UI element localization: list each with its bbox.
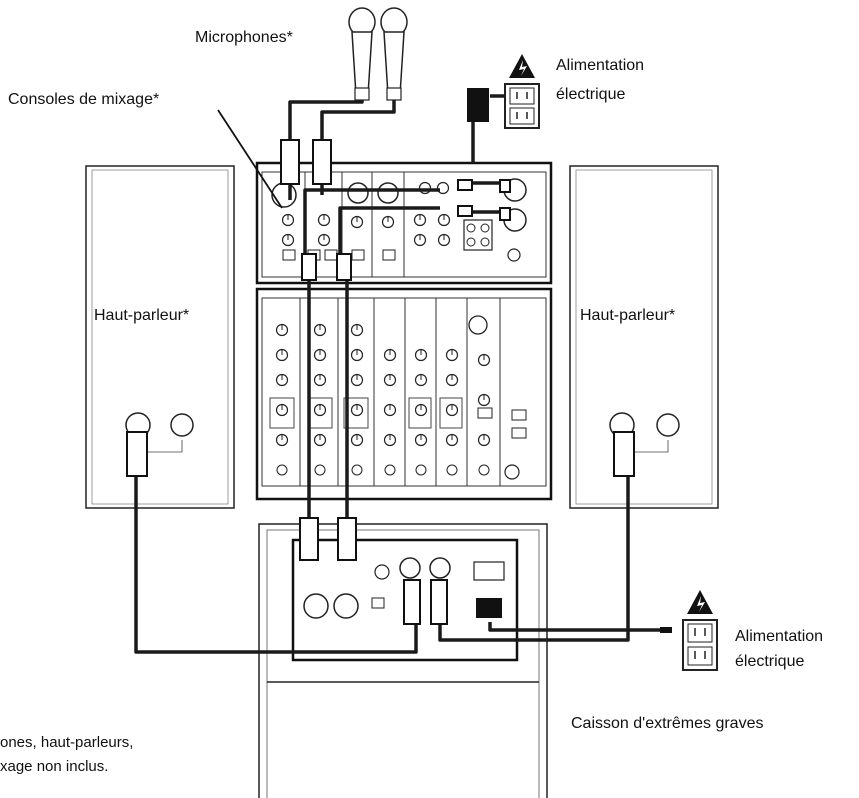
speaker-left-label: Haut-parleur* [94, 307, 190, 324]
power-right-label-line2: électrique [735, 653, 805, 670]
power-adapter-icon [467, 88, 489, 122]
xlr-connector-icon [126, 139, 635, 625]
warning-icon-right [687, 590, 713, 614]
warning-icon [509, 54, 535, 78]
power-top-label-line1: Alimentation [556, 57, 645, 74]
footnote-line2: xage non inclus. [0, 758, 109, 775]
mixer-leader-line [217, 109, 283, 209]
speaker-right [569, 165, 719, 509]
power-outlet-icon-right [660, 619, 718, 671]
power-outlet-icon-top [504, 83, 540, 129]
mixer-lower [255, 287, 553, 501]
speaker-right-label: Haut-parleur* [580, 307, 676, 324]
subwoofer [258, 523, 548, 798]
microphones-label: Microphones* [195, 29, 293, 46]
footnote-line1: ones, haut-parleurs, [0, 734, 134, 751]
microphone-icon [348, 7, 408, 101]
power-top-label-line2: électrique [556, 86, 626, 103]
speaker-left [85, 165, 235, 509]
power-right-label-line1: Alimentation [735, 628, 824, 645]
mixer-label: Consoles de mixage* [8, 91, 160, 108]
subwoofer-label: Caisson d'extrêmes graves [571, 715, 764, 732]
